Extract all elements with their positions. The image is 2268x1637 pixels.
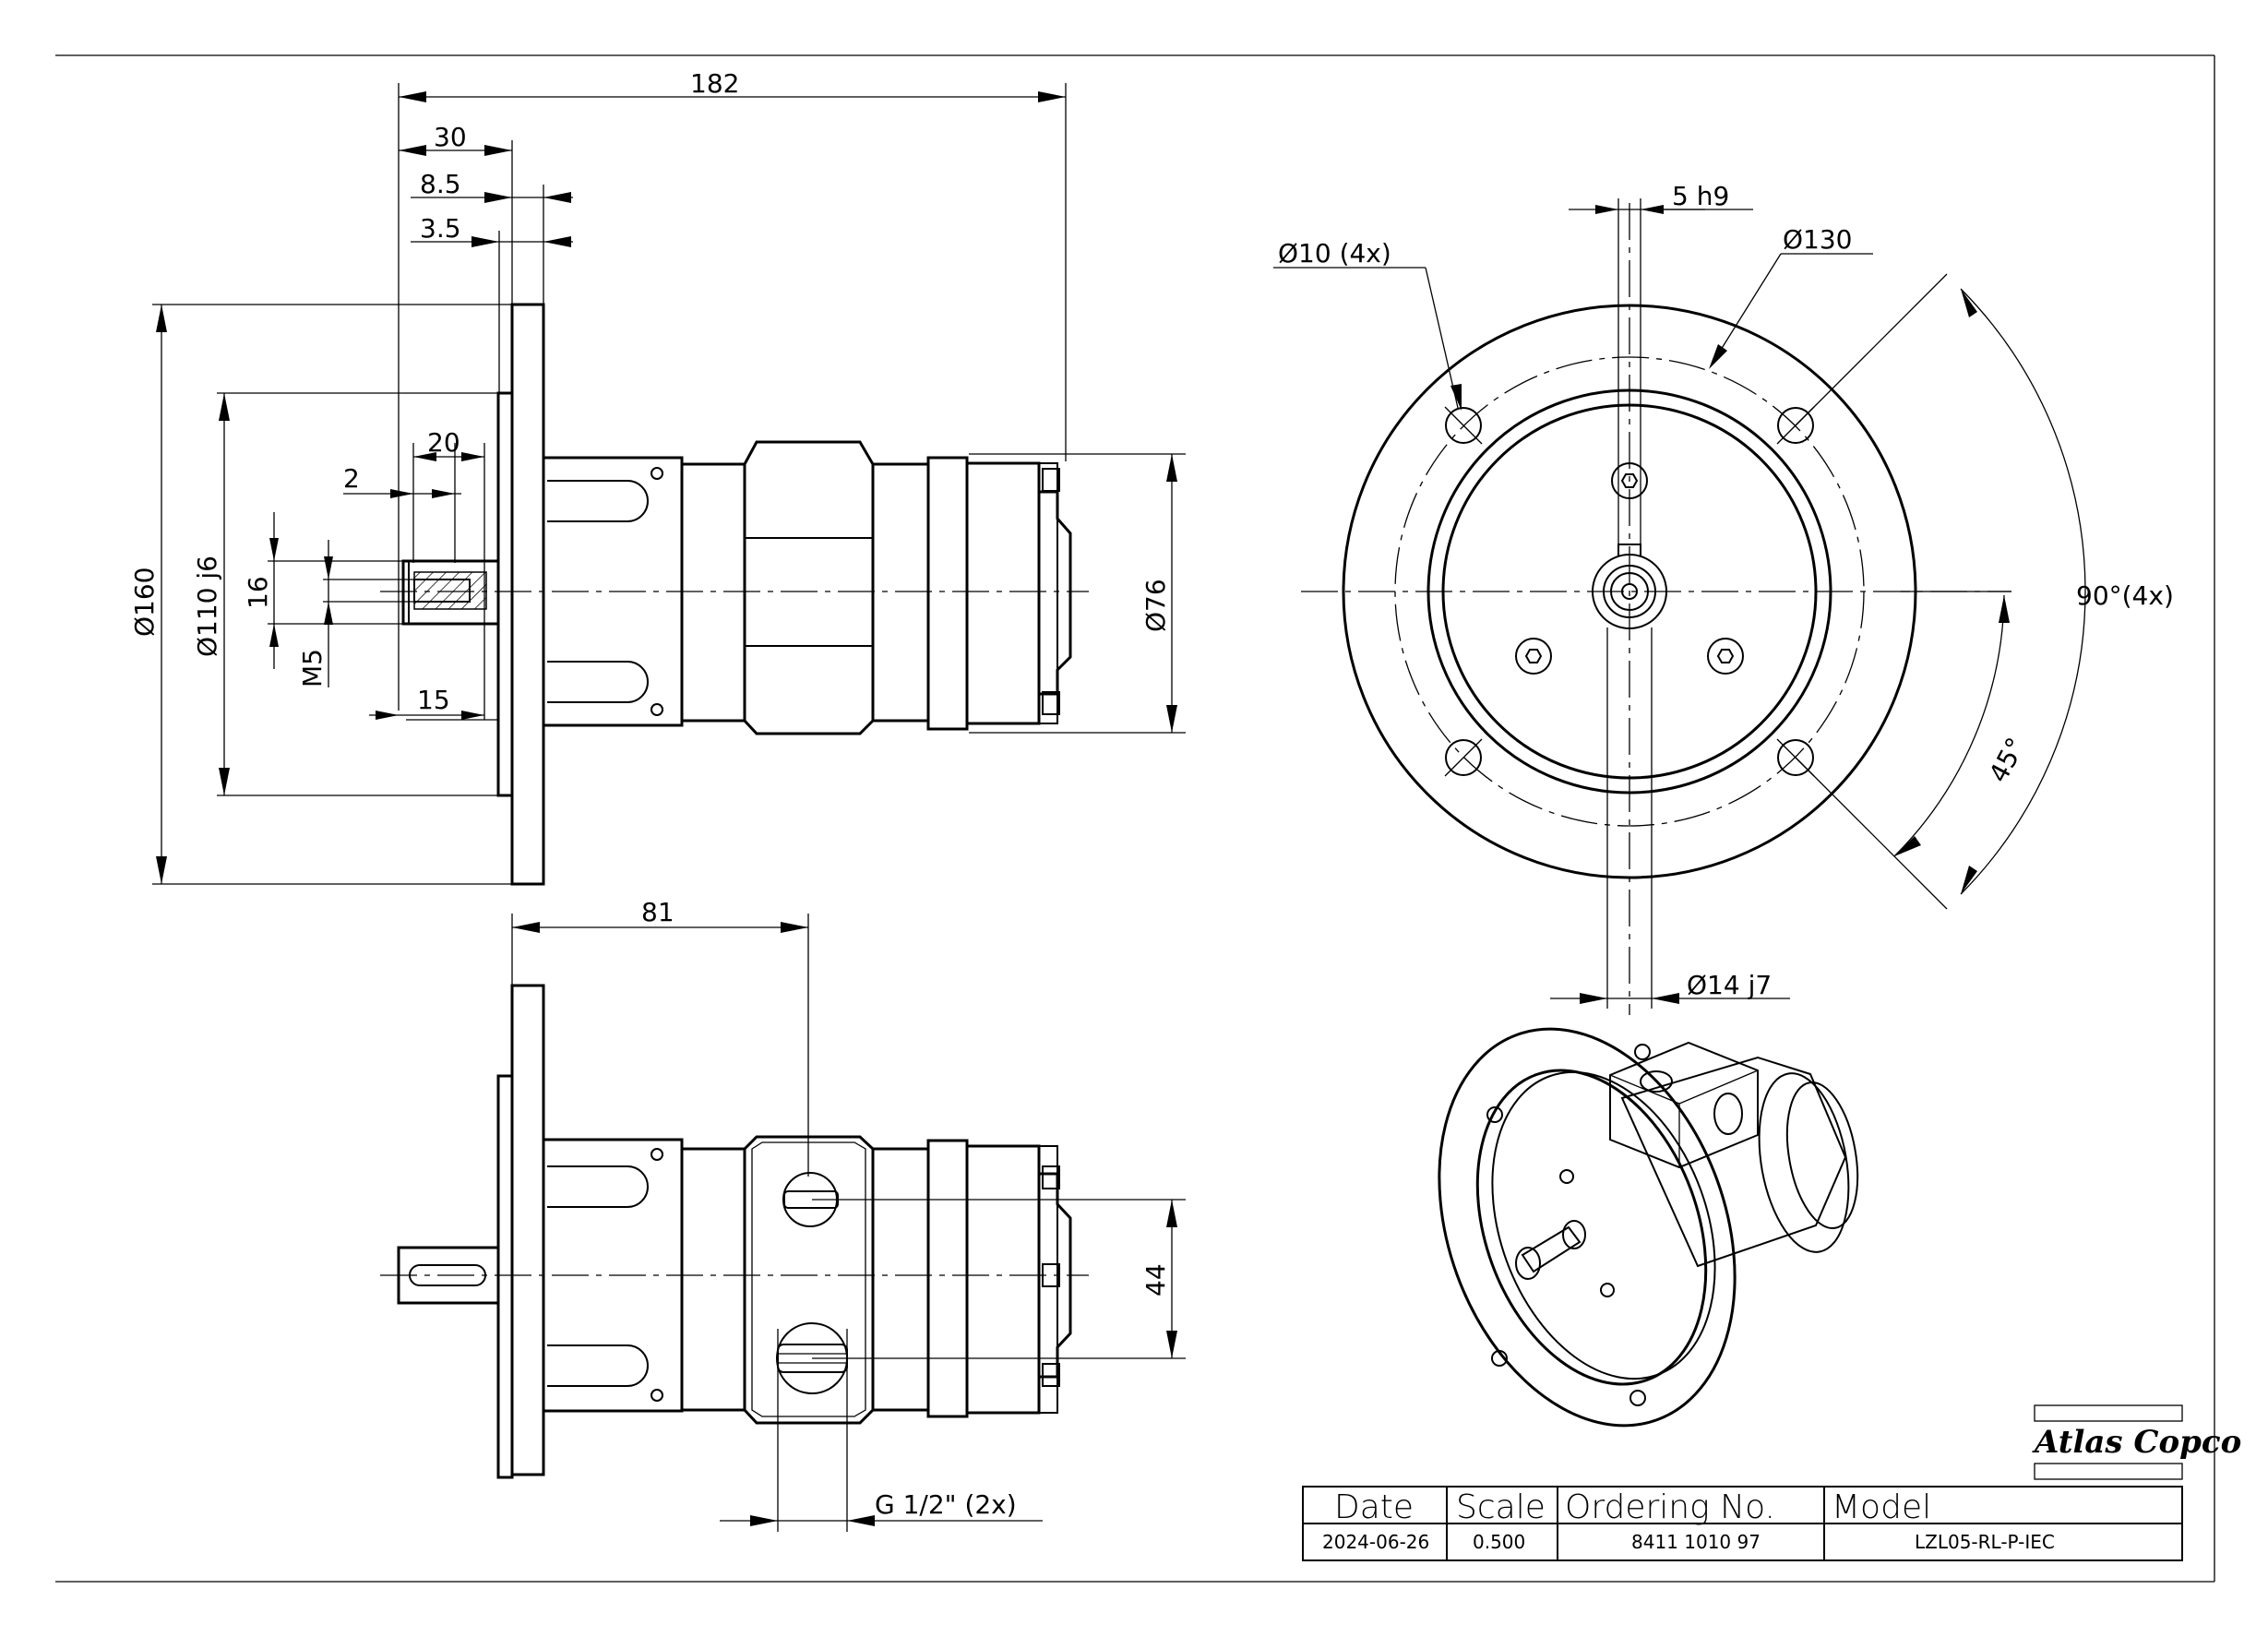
dim-dia10: Ø10 (4x) — [1278, 238, 1391, 269]
dim-81: 81 — [641, 897, 674, 927]
end-view-dimensions — [1273, 198, 2086, 1009]
dim-182: 182 — [690, 68, 739, 99]
dim-2: 2 — [343, 463, 360, 494]
dim-30: 30 — [434, 122, 467, 152]
title-block: Date Scale Ordering No. Model 2024-06-26… — [1302, 1486, 2183, 1561]
dim-key: 5 h9 — [1672, 181, 1729, 211]
dim-dia14: Ø14 j7 — [1687, 970, 1772, 1000]
dim-ang90: 90°(4x) — [2076, 580, 2174, 611]
tb-header-scale: Scale — [1456, 1488, 1546, 1526]
dim-16: 16 — [243, 576, 273, 609]
logo-block: Atlas Copco — [2032, 1404, 2241, 1480]
dim-dia160: Ø160 — [129, 568, 160, 637]
sheet-frame — [55, 54, 2215, 1583]
front-view-dimensions — [152, 83, 1186, 885]
dim-20: 20 — [427, 427, 460, 458]
front-view-dimension-labels: 182 30 8.5 3.5 20 2 15 Ø160 Ø110 j6 16 M… — [129, 68, 1171, 715]
top-view-dimensions — [511, 914, 1186, 1532]
dim-8-5: 8.5 — [420, 169, 461, 199]
isometric-view — [1438, 1027, 1859, 1428]
dim-dia130: Ø130 — [1783, 224, 1852, 255]
dim-m5: M5 — [297, 649, 328, 687]
dim-15: 15 — [417, 685, 450, 715]
tb-header-ordering: Ordering No. — [1565, 1488, 1775, 1526]
tb-value-ordering: 8411 1010 97 — [1631, 1531, 1761, 1553]
front-view — [380, 303, 1089, 886]
end-view-dimension-labels: 5 h9 Ø10 (4x) Ø130 90°(4x) 45° Ø14 j7 — [1278, 181, 2174, 1000]
dim-3-5: 3.5 — [420, 213, 461, 244]
dim-g-half: G 1/2" (2x) — [875, 1489, 1017, 1520]
tb-header-date: Date — [1334, 1488, 1414, 1526]
dim-ang45: 45° — [1983, 733, 2031, 787]
tb-value-model: LZL05-RL-P-IEC — [1915, 1531, 2055, 1553]
top-view — [380, 984, 1089, 1479]
logo-text: Atlas Copco — [2032, 1424, 2241, 1461]
dim-dia110: Ø110 j6 — [192, 556, 222, 657]
top-view-dimension-labels: 81 44 G 1/2" (2x) — [641, 897, 1171, 1520]
dim-44: 44 — [1140, 1263, 1171, 1296]
tb-header-model: Model — [1832, 1488, 1931, 1526]
end-view — [1301, 203, 2011, 1015]
tb-value-scale: 0.500 — [1473, 1531, 1525, 1553]
dim-dia76: Ø76 — [1140, 579, 1171, 632]
tb-value-date: 2024-06-26 — [1322, 1531, 1429, 1553]
